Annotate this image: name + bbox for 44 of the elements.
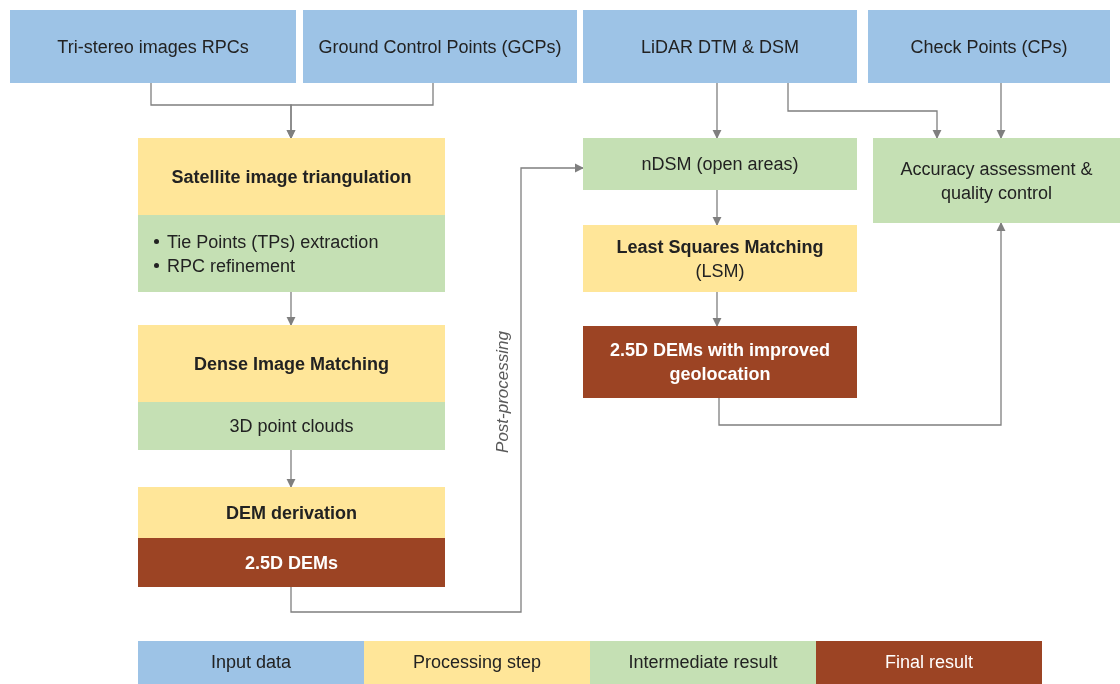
arrow — [718, 222, 1006, 426]
input-box — [303, 10, 577, 83]
bullet-item: RPC refinement — [167, 254, 296, 278]
result-box — [583, 138, 857, 190]
legend-label: Intermediate result — [628, 651, 778, 674]
arrow — [712, 82, 722, 139]
node-title: 2.5D DEMs — [244, 551, 338, 575]
arrow — [286, 449, 296, 488]
process-box — [138, 487, 445, 538]
arrow — [286, 291, 296, 326]
legend-label: Final result — [885, 651, 973, 674]
process-box — [138, 138, 445, 215]
result-box — [873, 138, 1120, 223]
node-title: Least Squares Matching — [616, 235, 824, 259]
arrow — [787, 82, 942, 139]
node-title: LiDAR DTM & DSM — [641, 35, 799, 59]
node-title: Accuracy assessment & quality control — [899, 157, 1094, 205]
arrow — [996, 82, 1006, 139]
bullet-item: Tie Points (TPs) extraction — [167, 230, 379, 254]
input-box — [10, 10, 296, 83]
node-title: nDSM (open areas) — [641, 153, 799, 176]
final-result-box — [583, 326, 857, 398]
result-box — [138, 402, 445, 450]
process-box — [583, 225, 857, 292]
input-box — [868, 10, 1110, 83]
node-title: 2.5D DEMs with improved geolocation — [608, 339, 831, 386]
final-result-box — [138, 538, 445, 587]
input-box — [583, 10, 857, 83]
node-title: Dense Image Matching — [193, 352, 389, 376]
node-subtitle: (LSM) — [695, 259, 745, 283]
process-box — [138, 325, 445, 402]
node-title: Satellite image triangulation — [171, 165, 412, 189]
arrow — [712, 189, 722, 226]
arrow — [712, 291, 722, 327]
legend-label: Processing step — [412, 651, 542, 674]
node-title: 3D point clouds — [229, 415, 354, 438]
legend-label: Input data — [210, 651, 292, 674]
node-title: Ground Control Points (GCPs) — [318, 35, 562, 59]
arrow — [286, 82, 434, 139]
node-title: DEM derivation — [226, 501, 357, 525]
result-box — [138, 215, 445, 292]
node-title: Check Points (CPs) — [910, 35, 1068, 59]
arrow — [290, 163, 584, 613]
node-title: Tri-stereo images RPCs — [57, 35, 249, 59]
